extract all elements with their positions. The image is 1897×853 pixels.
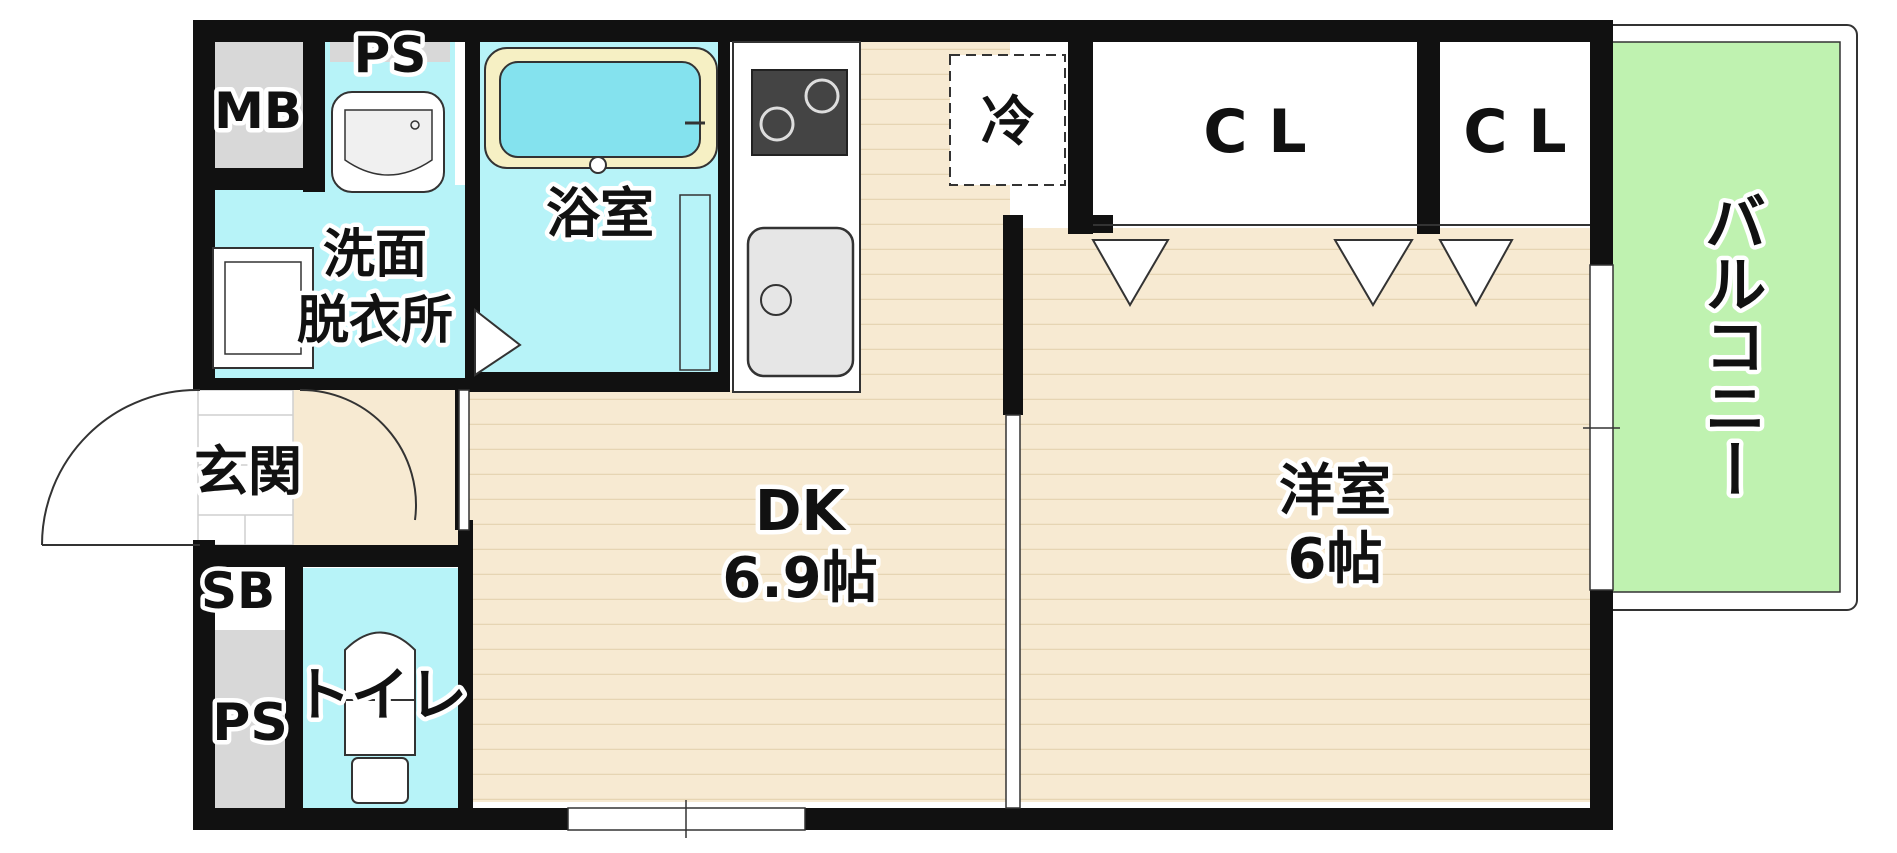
washroom-label-line2: 脱衣所 [297,291,453,351]
dk-size-label: 6.9帖 [722,546,877,611]
floors [197,42,1595,808]
mb-label: MB [214,82,302,140]
toilet-fixture [344,631,416,804]
balcony [1594,24,1858,611]
entrance-label: 玄関 [194,440,302,503]
washroom-label-line1: 洗面 [323,225,427,285]
dk-name-label: DK [755,479,847,544]
ps-bottom-label: PS [212,693,288,753]
balcony-label: バルコニー [1694,190,1767,500]
bathroom-label: 浴室 [546,182,654,245]
wash-basin [331,91,445,193]
shoe-box-label: SB [201,562,275,620]
closet-2-label: C L [1463,97,1566,167]
ps-top-label: PS [354,26,427,84]
kitchen-counter [732,41,861,393]
closet-1-label: C L [1203,97,1306,167]
closet-doors [1091,224,1590,308]
western-room-size-label: 6帖 [1288,527,1383,592]
bathtub [484,47,718,371]
fridge-label: 冷 [981,90,1035,153]
windows [458,264,1620,838]
entrance-door [41,388,417,546]
toilet-label: トイレ [293,661,467,729]
western-room-name-label: 洋室 [1279,459,1391,524]
walls [193,20,1613,830]
washing-machine-pan [212,247,522,377]
room-labels: PS MB 浴室 洗面 脱衣所 冷 C L C L バルコニー 玄関 SB PS… [190,22,1772,758]
